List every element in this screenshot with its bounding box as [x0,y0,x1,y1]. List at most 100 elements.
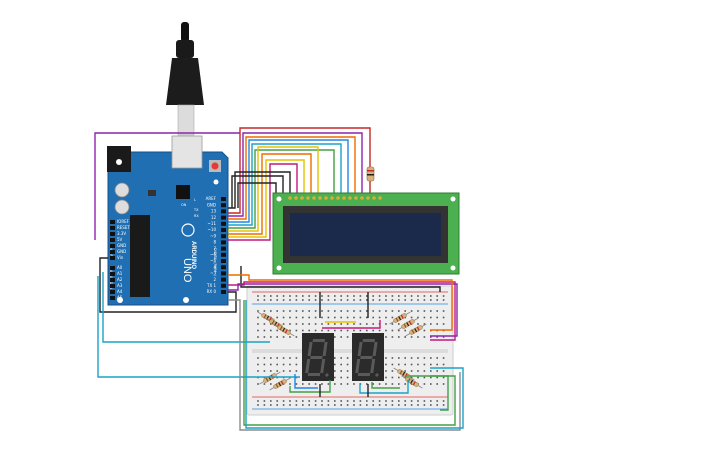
lcd-resistor[interactable] [366,166,375,182]
on-led-label: ON [181,203,187,207]
power-pin[interactable] [110,256,115,260]
pin-2[interactable] [221,209,226,214]
lcd-pin[interactable] [354,196,358,200]
power-pin[interactable] [110,238,115,242]
breadboard-wires[interactable] [97,266,464,431]
pin-1[interactable] [221,203,226,208]
wire-cyan-bottom [245,300,464,429]
analog-pin[interactable] [110,272,115,276]
pin-3[interactable] [221,215,226,220]
lcd-pin[interactable] [378,196,382,200]
power-pin[interactable] [110,232,115,236]
lcd-pin[interactable] [342,196,346,200]
lcd-pin[interactable] [348,196,352,200]
lcd-pin[interactable] [360,196,364,200]
power-pin-label: 5V [117,237,123,242]
lcd-display[interactable] [272,192,460,275]
microcontroller-chip [130,215,150,297]
pin-label: 7 [213,246,216,251]
seven-segment-right[interactable] [352,333,384,381]
power-pin-label: GND [117,243,126,248]
small-chip [176,185,190,199]
analog-pin-header[interactable] [110,266,115,300]
pin-15[interactable] [221,290,226,294]
power-pin-label: GND [117,249,126,254]
pin-14[interactable] [221,283,226,288]
pin-label: TX 1 [206,283,216,288]
capacitor-2 [114,199,130,215]
wire-green-seg-left [289,380,331,393]
resistor[interactable] [273,322,296,337]
analog-pin[interactable] [110,296,115,300]
pin-label: 12 [211,215,217,220]
lcd-pin[interactable] [306,196,310,200]
pin-7[interactable] [221,240,226,245]
power-pin[interactable] [110,244,115,248]
lcd-pin[interactable] [324,196,328,200]
power-pin-label: 3.3V [117,231,126,236]
resistor[interactable] [405,322,428,337]
pin-label: 13 [211,209,217,214]
pin-12[interactable] [221,271,226,276]
wire-orange-lcd [228,136,356,220]
power-pin-label: Vin [117,255,124,260]
pin-6[interactable] [221,234,226,239]
pin-label: ~11 [208,221,217,226]
power-pin-label: IOREF [117,219,130,224]
pin-11[interactable] [221,265,226,270]
lcd-pin[interactable] [294,196,298,200]
analog-pin[interactable] [110,278,115,282]
pin-0[interactable] [221,197,226,201]
power-pin-header[interactable] [110,220,115,260]
digital-pin-header[interactable] [221,197,226,294]
pin-5[interactable] [221,228,226,232]
lcd-pin[interactable] [312,196,316,200]
lcd-pin[interactable] [318,196,322,200]
wire-orange-right [228,274,453,331]
arduino-brand-label: ARDUINO [190,241,196,269]
wire-black-lcd-3 [237,182,277,208]
pin-label: ~3 [210,271,216,276]
analog-pin[interactable] [110,266,115,270]
wire-red-lcd [228,127,371,214]
resistor[interactable] [389,310,412,325]
resistor[interactable] [269,376,292,391]
pin-9[interactable] [221,252,226,257]
analog-pin-label: A3 [117,283,123,288]
power-pin[interactable] [110,220,115,224]
pin-13[interactable] [221,277,226,282]
analog-pin-label: A5 [117,295,123,300]
seven-segment-left-digit [305,339,329,377]
pin-10[interactable] [221,259,226,263]
lcd-pin[interactable] [288,196,292,200]
usb-cable[interactable] [166,22,204,136]
wire-green-right-bottom [405,375,449,411]
lcd-pin[interactable] [372,196,376,200]
usb-port [171,135,203,169]
wire-magenta-right [228,281,456,341]
pin-label: 2 [213,277,216,282]
pin-label: ~6 [210,252,216,257]
pin-4[interactable] [221,221,226,226]
power-pin-label: RESET [117,225,130,230]
wire-purple-right [228,283,458,337]
seven-segment-left[interactable] [302,333,334,381]
arduino-uno-board[interactable]: ARDUINO UNO DIGITAL (PWM~) POWER ANALOG … [107,135,229,306]
pin-label: ~5 [210,258,216,263]
power-pin[interactable] [110,226,115,230]
pin-label: 8 [213,240,216,245]
power-pin[interactable] [110,250,115,254]
analog-pin[interactable] [110,290,115,294]
lcd-pin[interactable] [300,196,304,200]
wire-yellow2-lcd [228,159,305,238]
lcd-pin[interactable] [366,196,370,200]
lcd-pin[interactable] [330,196,334,200]
pin-8[interactable] [221,246,226,251]
resistor[interactable] [397,316,420,331]
lcd-wires[interactable] [94,127,371,313]
wire-green-seg-right [371,382,400,389]
lcd-pin[interactable] [336,196,340,200]
lcd-pin-header [288,196,382,200]
breadboard[interactable] [246,285,454,416]
analog-pin[interactable] [110,284,115,288]
